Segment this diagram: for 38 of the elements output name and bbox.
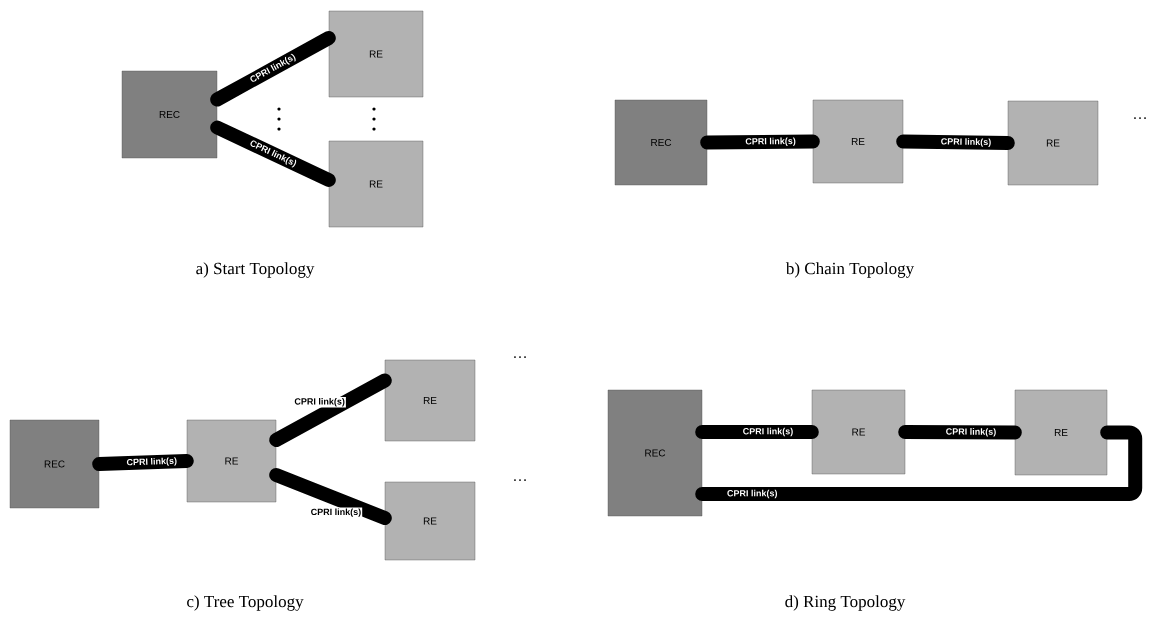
- panel-caption: c) Tree Topology: [187, 595, 304, 611]
- cable-link: [896, 134, 1015, 150]
- cable-link: [695, 425, 1143, 501]
- panel-caption: b) Chain Topology: [785, 262, 915, 278]
- radio-box: RE: [811, 389, 906, 475]
- radio-box: RE: [1007, 100, 1099, 186]
- edge-label: CPRI link(s): [309, 507, 363, 518]
- radio-box: RE: [328, 10, 424, 98]
- cable-link: [92, 454, 194, 471]
- ellipsis: …: [514, 356, 526, 358]
- radio-box: RE: [812, 99, 904, 184]
- controller-box: REC: [121, 70, 218, 159]
- ellipsis: …: [514, 479, 526, 481]
- cable-link: [898, 425, 1022, 440]
- radio-box: RE: [328, 140, 424, 228]
- radio-box: RE: [1014, 389, 1108, 476]
- edge-label: CPRI link(s): [727, 489, 777, 499]
- panel-caption: d) Ring Topology: [785, 595, 906, 611]
- edge-label: CPRI link(s): [745, 137, 796, 146]
- controller-box: REC: [614, 99, 708, 186]
- edge-label: CPRI link(s): [946, 428, 996, 437]
- cable-link: [695, 425, 819, 439]
- edge-label: CPRI link(s): [941, 138, 991, 147]
- controller-box: REC: [607, 389, 703, 517]
- cable-link: [210, 31, 336, 107]
- panel-caption: a) Start Topology: [196, 262, 315, 278]
- edge-label: CPRI link(s): [743, 427, 793, 437]
- radio-box: RE: [186, 419, 277, 503]
- ellipsis: …: [1134, 117, 1146, 119]
- cable-link: [269, 468, 392, 525]
- radio-box: RE: [384, 481, 476, 561]
- edge-label: CPRI link(s): [293, 397, 346, 408]
- cable-link: [269, 373, 392, 447]
- controller-box: REC: [9, 419, 100, 509]
- radio-box: RE: [384, 359, 476, 442]
- edge-label: CPRI link(s): [126, 457, 177, 466]
- cable-link: [210, 120, 336, 187]
- cable-link: [700, 134, 820, 150]
